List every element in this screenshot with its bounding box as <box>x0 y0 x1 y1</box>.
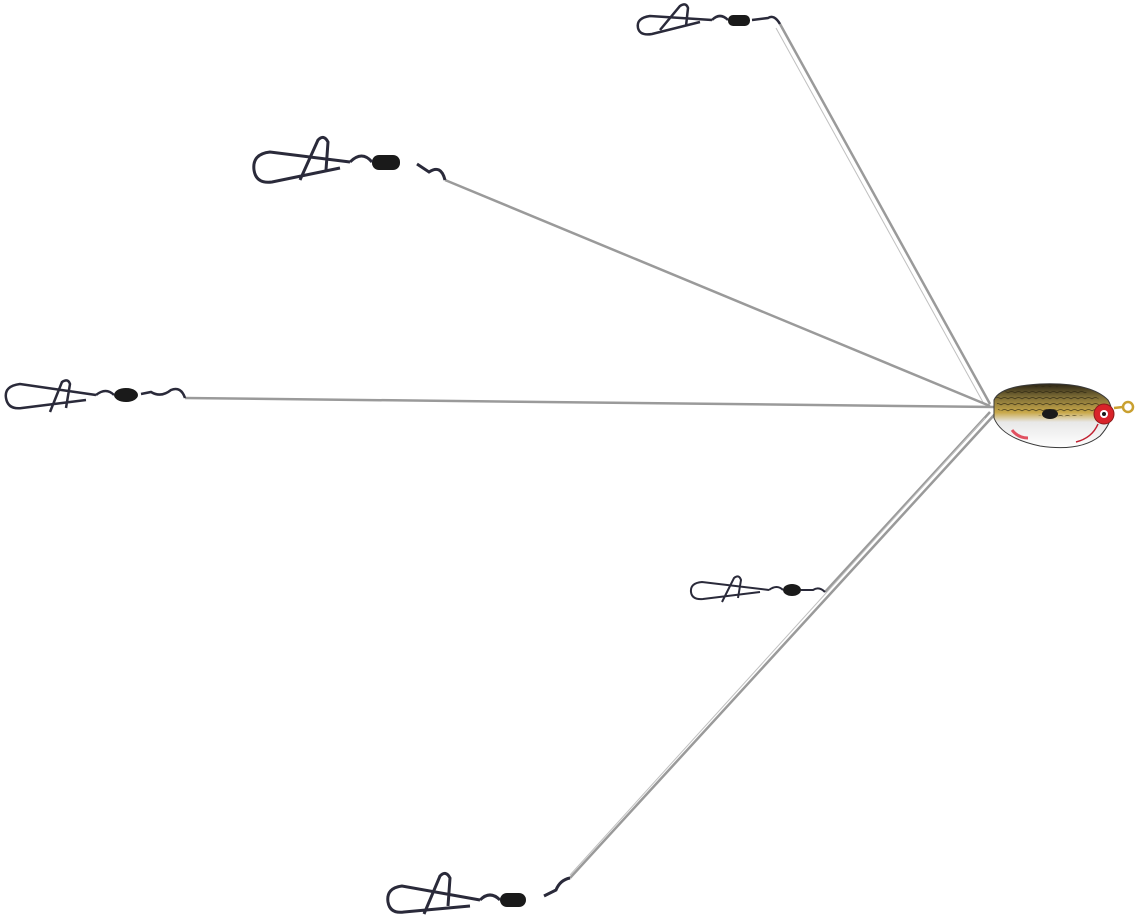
jig-head <box>993 383 1135 449</box>
arm-left <box>4 379 187 413</box>
swivel-icon <box>783 584 801 596</box>
arm-upper-left <box>252 135 447 184</box>
snap-icon <box>386 871 481 915</box>
swivel-icon <box>728 15 750 26</box>
wire-top-inner <box>775 27 985 405</box>
wires <box>184 23 996 879</box>
wire-bottom-inner <box>569 417 986 876</box>
wire-upper-left <box>444 178 991 408</box>
swivel-icon <box>500 893 526 907</box>
gill-mark <box>1010 429 1029 440</box>
snap-icon <box>4 379 97 413</box>
arm-top <box>636 3 782 36</box>
arm-bottom <box>386 871 571 915</box>
snap-icon <box>252 135 351 184</box>
swivel-icon <box>114 388 138 402</box>
wire-left <box>184 396 996 409</box>
snap-icon <box>689 575 770 603</box>
arm-middle-lower <box>689 575 826 603</box>
wire-top <box>778 23 992 405</box>
wire-bottom <box>569 413 996 879</box>
snap-icon <box>636 3 713 36</box>
wire-middle-lower <box>824 411 991 593</box>
line-tie-eye <box>1121 400 1135 414</box>
swivel-icon <box>372 155 400 170</box>
